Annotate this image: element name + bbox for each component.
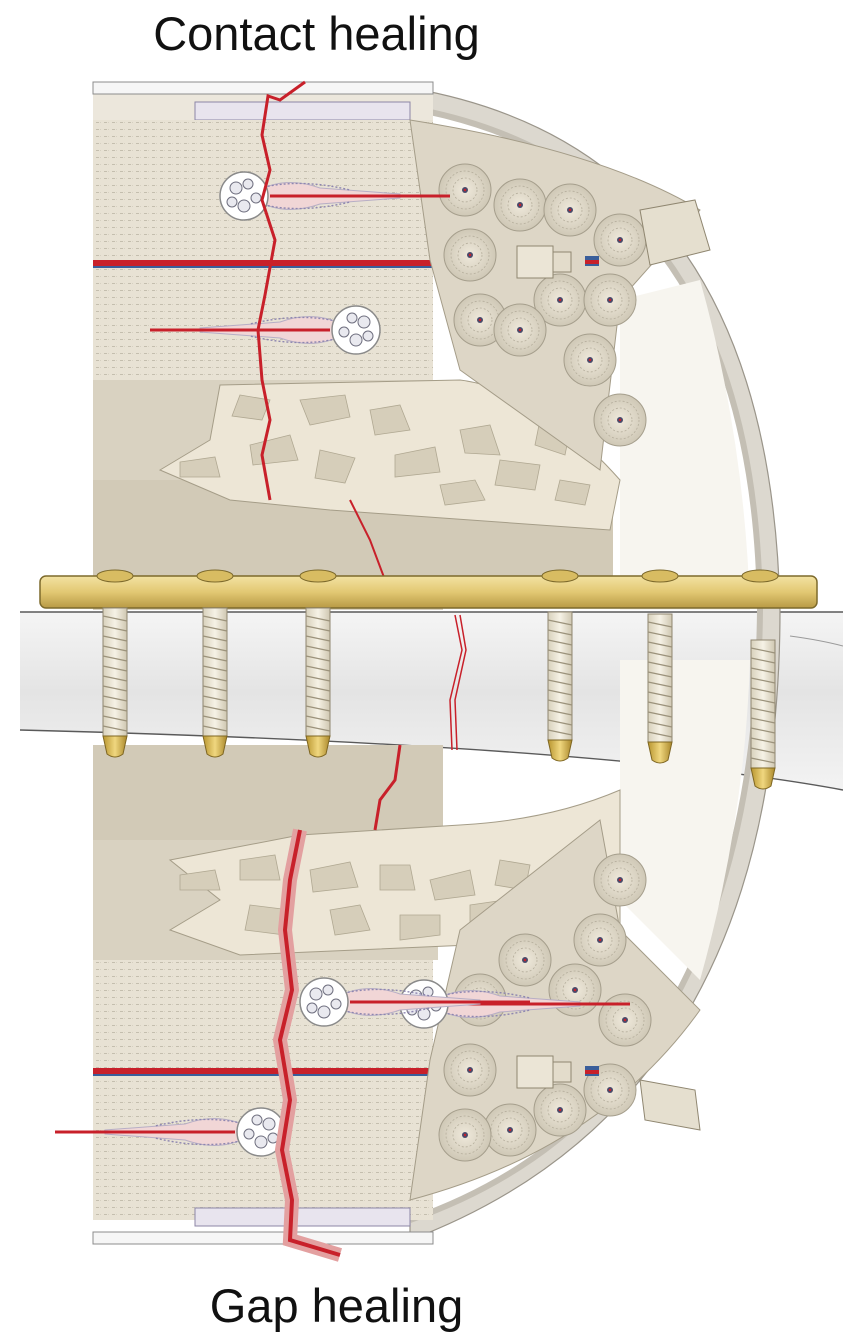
cortical-screw-icon xyxy=(306,608,330,757)
cortical-screw-icon xyxy=(751,640,775,789)
cortical-screw-icon xyxy=(548,612,572,761)
cortical-screw-icon xyxy=(203,608,227,757)
cortical-screw-icon xyxy=(103,608,127,757)
cortical-screw-icon xyxy=(648,614,672,763)
bone-plate-icon xyxy=(40,570,817,608)
